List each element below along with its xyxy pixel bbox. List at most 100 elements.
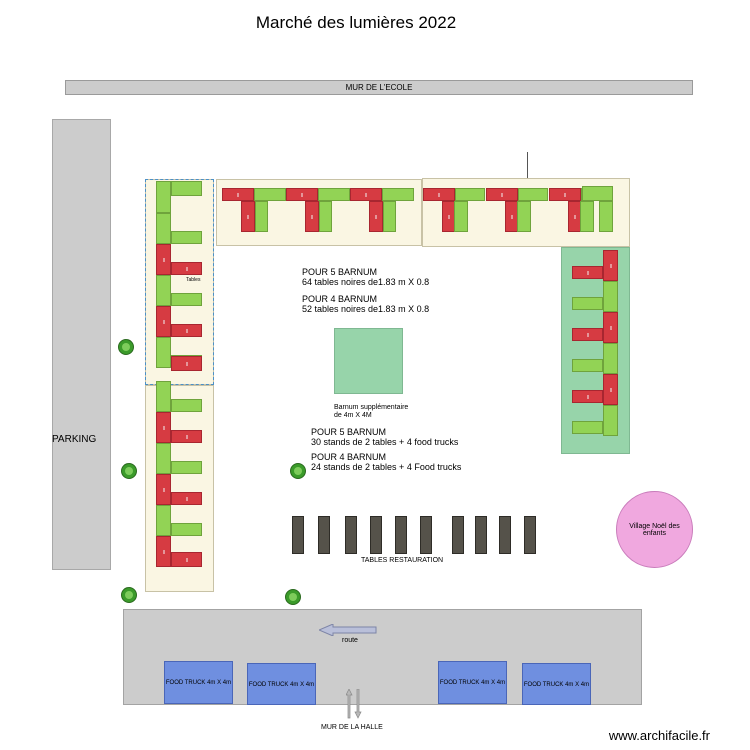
village-label: Village Noël des enfants [629,522,680,537]
restauration-table [420,516,432,554]
tree-icon [121,587,137,603]
stand-table [603,281,618,312]
stand-table [286,188,318,201]
note-3-text: 30 stands de 2 tables + 4 food trucks [311,437,459,447]
food-truck-3-label: FOOD TRUCK 4m X 4m [439,680,506,686]
food-truck-1: FOOD TRUCK 4m X 4m [164,661,233,704]
stand-table [603,312,618,343]
restauration-table [452,516,464,554]
stand-table [572,359,603,372]
stand-table [171,492,202,505]
route-arrow-icon [319,624,377,636]
village-noel: Village Noël des enfants [616,491,693,568]
stand-table [156,536,171,567]
stand-table [455,188,485,201]
note-2-heading: POUR 4 BARNUM [302,294,378,304]
parking-label: PARKING [52,434,97,445]
marker-post [527,152,528,178]
stand-table [599,201,613,232]
tree-icon [290,463,306,479]
restauration-table [345,516,357,554]
stand-table [156,306,171,337]
stand-table [603,405,618,436]
tree-icon [121,463,137,479]
stand-table [171,324,202,337]
restauration-table [499,516,511,554]
entrance-arrows-icon [346,689,362,719]
stand-table [171,523,202,536]
stand-table [369,201,383,232]
tree-icon [285,589,301,605]
stand-table [171,181,202,196]
tent-left-upper-outline [145,179,214,385]
stand-table [156,381,171,412]
stand-table [572,297,603,310]
wall-school-label: MUR DE L'ECOLE [345,83,413,92]
stand-table [222,188,254,201]
stand-table [156,474,171,505]
restauration-table [395,516,407,554]
stand-table [518,188,548,201]
tables-restauration-label: TABLES RESTAURATION [361,557,444,564]
stand-table [383,201,396,232]
stand-table [156,213,171,244]
stand-table [171,231,202,244]
stand-table [171,552,202,567]
food-truck-3: FOOD TRUCK 4m X 4m [438,661,507,704]
stand-table [572,328,603,341]
stand-table [572,390,603,403]
extra-barnum [334,328,403,394]
stand-table [572,421,603,434]
stand-table [603,250,618,281]
note-4-heading: POUR 4 BARNUM [311,452,387,462]
stand-table [156,443,171,474]
note-2-text: 52 tables noires de1.83 m X 0.8 [302,304,430,314]
restauration-table [292,516,304,554]
note-1-text: 64 tables noires de1.83 m X 0.8 [302,277,430,287]
stand-table [582,186,613,201]
plan-title: Marché des lumières 2022 [255,13,457,32]
stand-table [549,188,581,201]
note-4: POUR 4 BARNUM 24 stands de 2 tables + 4 … [311,452,461,472]
stand-table [241,201,255,232]
stand-table [350,188,382,201]
stand-table [382,188,414,201]
stand-table [255,201,268,232]
food-truck-2-label: FOOD TRUCK 4m X 4m [248,682,315,688]
tree-icon [118,339,134,355]
stand-table [603,374,618,405]
stand-table [156,181,171,213]
small-tables-label: Tables [186,277,201,283]
extra-barnum-label-2: de 4m X 4M [334,412,372,419]
food-truck-2: FOOD TRUCK 4m X 4m [247,663,316,705]
stand-table [572,266,603,279]
note-2: POUR 4 BARNUM 52 tables noires de1.83 m … [302,294,429,314]
parking-area [52,119,111,570]
stand-table [171,399,202,412]
note-3-heading: POUR 5 BARNUM [311,427,387,437]
restauration-table [524,516,536,554]
stand-table [486,188,518,201]
stand-table [156,275,171,306]
restauration-table [475,516,487,554]
note-4-text: 24 stands de 2 tables + 4 Food trucks [311,462,462,472]
stand-table [171,430,202,443]
stand-table [423,188,455,201]
note-1: POUR 5 BARNUM 64 tables noires de1.83 m … [302,267,429,287]
stand-table [156,244,171,275]
stand-table [580,201,594,232]
stand-table [454,201,468,232]
food-truck-1-label: FOOD TRUCK 4m X 4m [165,680,232,686]
stand-table [171,461,202,474]
watermark: www.archifacile.fr [608,728,710,743]
stand-table [171,293,202,306]
wall-hall-label: MUR DE LA HALLE [321,724,383,731]
route-label: route [342,637,358,644]
tent-right-green [561,247,630,454]
restauration-table [370,516,382,554]
stand-table [319,201,332,232]
note-1-heading: POUR 5 BARNUM [302,267,378,277]
stand-table [318,188,350,201]
note-3: POUR 5 BARNUM 30 stands de 2 tables + 4 … [311,427,458,447]
wall-school: MUR DE L'ECOLE [65,80,693,95]
